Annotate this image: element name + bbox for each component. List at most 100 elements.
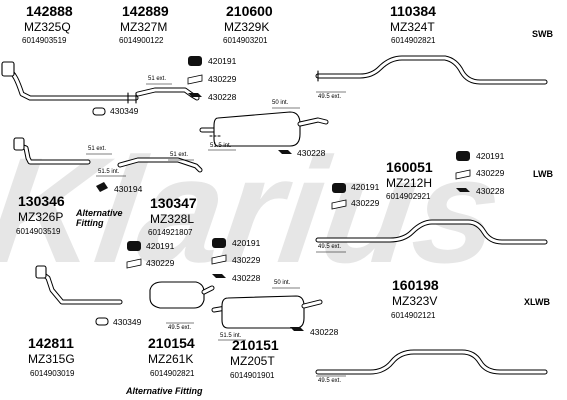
- gasket-icon: [95, 317, 109, 326]
- part-ref: 6014902821: [391, 36, 436, 45]
- clamp-icon: [126, 258, 142, 269]
- part-code: MZ325Q: [24, 20, 71, 34]
- silencer-210151: [211, 295, 323, 329]
- rubber-mount-icon: [212, 238, 226, 248]
- dimension-label: 51.5 int.: [210, 143, 232, 149]
- pipe-130346: [13, 137, 91, 165]
- rubber-mount-icon: [456, 151, 470, 161]
- part-code: MZ324T: [390, 20, 435, 34]
- part-ref: 6014903519: [22, 36, 67, 45]
- pipe-142888: [1, 61, 139, 104]
- dimension-label: 51 ext.: [148, 76, 167, 82]
- bracket-icon: [290, 327, 304, 331]
- alternative-fitting-note-2: Alternative Fitting: [126, 386, 203, 396]
- tailpipe-160051: [315, 219, 548, 245]
- fitting-number: 430229: [208, 74, 237, 84]
- rubber-mount-icon: [127, 241, 141, 251]
- fitting-number: 430229: [476, 168, 505, 178]
- rubber-mount-icon: [188, 56, 202, 66]
- part-ref: 6014903019: [30, 369, 75, 378]
- variant-label-lwb: LWB: [533, 169, 553, 179]
- klarius-watermark: Klarius: [0, 127, 511, 294]
- tailpipe-160198: [315, 349, 548, 375]
- silencer-210154: [149, 281, 215, 309]
- variant-label-swb: SWB: [532, 29, 553, 39]
- part-ref: 6014903519: [16, 227, 61, 236]
- silencer-210600: [199, 111, 329, 147]
- part-code: MZ327M: [120, 20, 168, 34]
- part-code: MZ326P: [18, 210, 64, 224]
- part-ref: 6014901901: [230, 371, 275, 380]
- alternative-fitting-note: Alternative Fitting: [76, 208, 123, 229]
- part-number: 142889: [122, 3, 169, 19]
- clamp-icon: [187, 74, 203, 85]
- dimension-label: 51.5 int.: [220, 333, 242, 339]
- hanger-icon: [96, 182, 108, 192]
- fitting-number: 430228: [310, 327, 339, 337]
- fitting-number: 430228: [208, 92, 237, 102]
- fitting-number: 420191: [146, 241, 175, 251]
- part-code: MZ328L: [150, 212, 195, 226]
- pipe-142811: [35, 265, 123, 305]
- part-ref: 6014903201: [223, 36, 268, 45]
- fitting-number: 420191: [232, 238, 261, 248]
- fitting-number: 430229: [351, 198, 380, 208]
- dimension-label: 50 int.: [274, 280, 291, 286]
- fitting-number: 430229: [146, 258, 175, 268]
- part-number: 142888: [26, 3, 73, 19]
- clamp-icon: [211, 254, 227, 265]
- dimension-label: 51.5 int.: [98, 169, 120, 175]
- part-code: MZ212H: [386, 176, 433, 190]
- part-ref: 6014902121: [391, 311, 436, 320]
- gasket-icon: [92, 107, 106, 116]
- clamp-icon: [331, 199, 347, 210]
- pipe-142889: [135, 87, 200, 101]
- part-number: 160051: [386, 159, 433, 175]
- fitting-number: 430349: [113, 317, 142, 327]
- dimension-label: 49.5 ext.: [168, 325, 192, 331]
- dimension-label: 51 ext.: [170, 152, 189, 158]
- bracket-icon: [212, 274, 226, 278]
- part-ref: 6014900122: [119, 36, 164, 45]
- part-number: 110384: [390, 3, 436, 19]
- dimension-leaders: [86, 83, 346, 377]
- part-code: MZ261K: [148, 352, 194, 366]
- dimension-label: 49.5 ext.: [318, 94, 342, 100]
- part-ref: 6014921807: [148, 228, 193, 237]
- bracket-icon: [188, 93, 202, 97]
- part-code: MZ323V: [392, 294, 438, 308]
- part-ref: 6014902821: [150, 369, 195, 378]
- fitting-number: 430349: [110, 106, 139, 116]
- part-number: 210154: [148, 335, 195, 351]
- fitting-number: 430194: [114, 184, 143, 194]
- fitting-number: 420191: [351, 182, 380, 192]
- clamp-icon: [455, 169, 471, 180]
- tailpipe-110384: [315, 55, 548, 85]
- dimension-label: 49.5 ext.: [318, 378, 342, 384]
- dimension-label: 50 int.: [272, 100, 289, 106]
- part-code: MZ329K: [224, 20, 270, 34]
- variant-label-xlwb: XLWB: [524, 297, 550, 307]
- part-number: 142811: [28, 335, 74, 351]
- part-number: 210151: [232, 337, 279, 353]
- fitting-number: 430228: [232, 273, 261, 283]
- part-number: 130346: [18, 193, 65, 209]
- fitting-number: 430228: [297, 148, 326, 158]
- fitting-number: 430228: [476, 186, 505, 196]
- part-code: MZ315G: [28, 352, 75, 366]
- part-ref: 6014902921: [386, 192, 431, 201]
- fitting-number: 430229: [232, 255, 261, 265]
- part-number: 210600: [226, 3, 273, 19]
- part-code: MZ205T: [230, 354, 275, 368]
- bracket-icon: [278, 150, 292, 154]
- fitting-number: 420191: [208, 56, 237, 66]
- fitting-icons: [92, 56, 471, 331]
- fitting-number: 420191: [476, 151, 505, 161]
- bracket-icon: [456, 188, 470, 192]
- dimension-label: 49.5 ext.: [318, 244, 342, 250]
- rubber-mount-icon: [332, 183, 346, 193]
- dimension-label: 51 ext.: [88, 146, 107, 152]
- part-number: 160198: [392, 277, 439, 293]
- part-number: 130347: [150, 195, 197, 211]
